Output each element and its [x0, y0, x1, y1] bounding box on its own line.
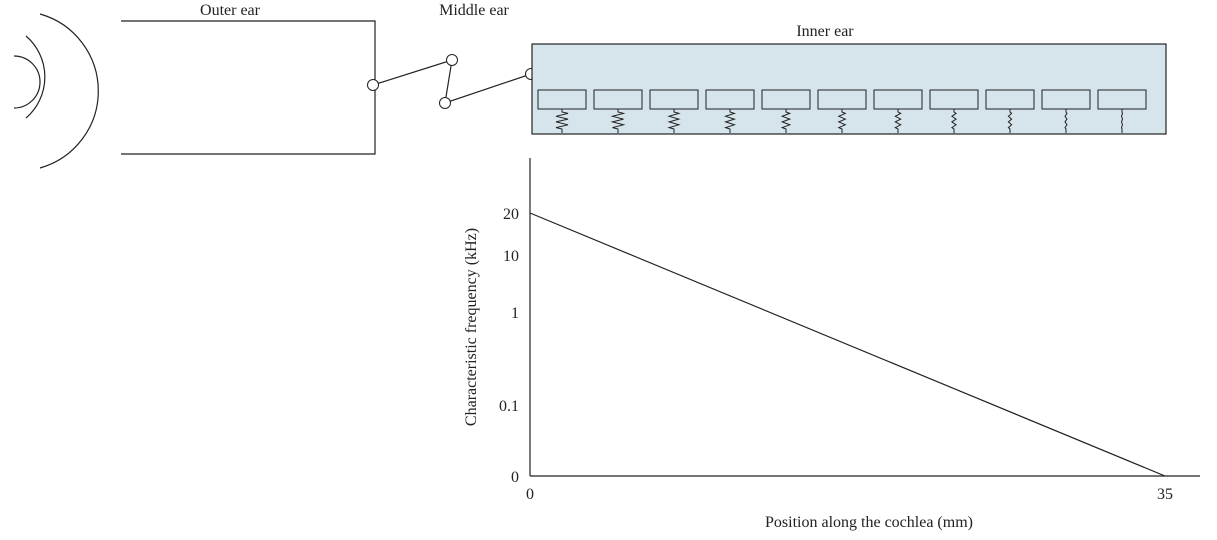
x-axis-title: Position along the cochlea (mm) [765, 514, 973, 531]
outer-ear-canal [121, 20, 376, 155]
sound-wave-arc-small [13, 55, 41, 109]
series-line [529, 212, 1166, 477]
y-tick-labels: 20 10 1 0.1 0 [499, 206, 519, 486]
resonator [537, 89, 587, 133]
resonator [1041, 89, 1091, 133]
y-tick-label: 10 [503, 248, 519, 265]
inner-ear-box [531, 43, 1167, 135]
x-tick-label: 0 [526, 486, 534, 503]
resonator-spring [1120, 109, 1124, 133]
x-tick-labels: 0 35 [526, 486, 1173, 503]
resonator [761, 89, 811, 133]
outer-ear: Outer ear [121, 2, 376, 155]
resonator [593, 89, 643, 133]
resonator [649, 89, 699, 133]
frequency-position-chart: 20 10 1 0.1 0 0 35 Position along the cochlea… [463, 158, 1200, 531]
middle-ear: Middle ear [367, 2, 537, 109]
sound-wave-arc-medium [25, 35, 46, 119]
resonator-spring [894, 109, 902, 133]
resonator [1097, 89, 1147, 133]
resonator-spring [555, 109, 569, 133]
resonator-spring [723, 109, 737, 133]
sound-wave-icon [13, 13, 99, 169]
resonator [817, 89, 867, 133]
resonator-array [537, 89, 1147, 133]
resonator-spring [610, 109, 626, 133]
ossicle-joint-2 [446, 54, 458, 66]
y-tick-label: 0.1 [499, 398, 519, 415]
middle-ear-label: Middle ear [439, 2, 509, 19]
series-group [529, 212, 1166, 477]
resonator [873, 89, 923, 133]
ossicle-joint-3 [439, 97, 451, 109]
resonator [705, 89, 755, 133]
inner-ear-label: Inner ear [796, 23, 854, 40]
resonator-spring [1064, 109, 1068, 133]
ossicle-joint-1 [367, 79, 379, 91]
ossicle-chain [372, 59, 532, 104]
resonator-spring [780, 109, 792, 133]
sound-wave-arc-large [39, 13, 99, 169]
resonator-spring [667, 109, 681, 133]
y-tick-label: 0 [511, 469, 519, 486]
x-tick-label: 35 [1157, 486, 1173, 503]
inner-ear: Inner ear [531, 23, 1167, 135]
outer-ear-label: Outer ear [200, 2, 261, 19]
y-tick-label: 1 [511, 305, 519, 322]
resonator [985, 89, 1035, 133]
resonator-spring [950, 109, 958, 133]
y-tick-label: 20 [503, 206, 519, 223]
resonator [929, 89, 979, 133]
resonator-spring [837, 109, 847, 133]
y-axis-title: Characteristic frequency (kHz) [463, 228, 480, 426]
resonator-spring [1007, 109, 1013, 133]
